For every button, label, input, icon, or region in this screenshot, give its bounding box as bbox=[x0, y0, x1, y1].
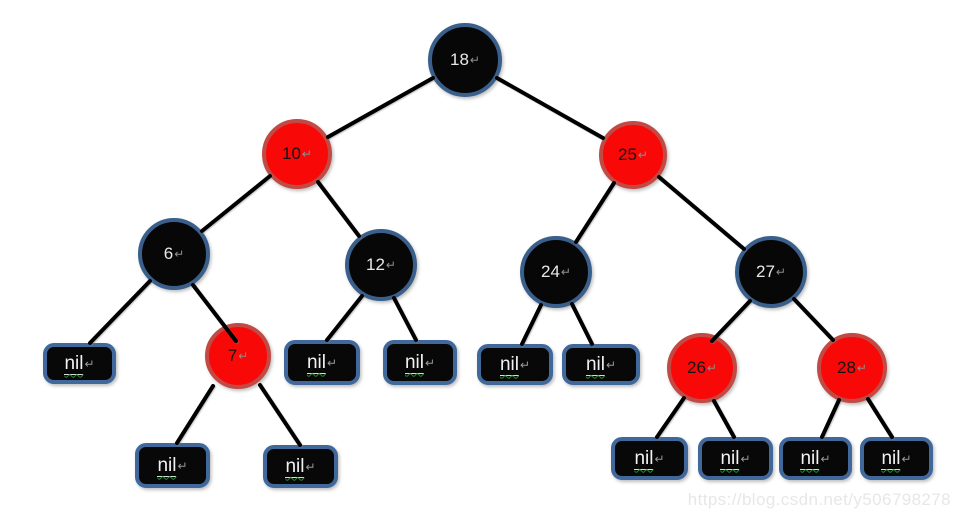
nil-28-right: nil↵ bbox=[860, 437, 933, 480]
nil-label: nil bbox=[585, 353, 605, 376]
paragraph-return-mark: ↵ bbox=[856, 361, 867, 375]
node-value: 7 bbox=[227, 346, 238, 365]
nil-24-left: nil↵ bbox=[477, 344, 553, 385]
nil-label-wrapper: nil bbox=[585, 353, 605, 376]
node-value: 18 bbox=[450, 50, 469, 69]
paragraph-return-mark: ↵ bbox=[174, 247, 185, 261]
nil-12-right: nil↵ bbox=[383, 340, 457, 385]
nil-26-left: nil↵ bbox=[611, 437, 688, 480]
nil-label: nil bbox=[404, 351, 424, 374]
node-value: 26 bbox=[687, 358, 706, 377]
nil-label-wrapper: nil bbox=[499, 353, 519, 376]
paragraph-return-mark: ↵ bbox=[385, 258, 396, 272]
nil-label-wrapper: nil bbox=[306, 351, 326, 374]
nil-label-wrapper: nil bbox=[285, 455, 305, 478]
paragraph-return-mark: ↵ bbox=[177, 458, 188, 473]
paragraph-return-mark: ↵ bbox=[238, 349, 249, 363]
nil-label-wrapper: nil bbox=[634, 447, 654, 470]
nil-7-left: nil↵ bbox=[135, 443, 210, 488]
paragraph-return-mark: ↵ bbox=[560, 265, 571, 279]
nil-label: nil bbox=[634, 447, 654, 470]
nil-26-right: nil↵ bbox=[698, 437, 773, 480]
paragraph-return-mark: ↵ bbox=[605, 357, 617, 372]
paragraph-return-mark: ↵ bbox=[901, 451, 912, 466]
tree-node-12: 12↵ bbox=[345, 229, 417, 301]
nil-label-wrapper: nil bbox=[404, 351, 424, 374]
nil-6-left: nil↵ bbox=[43, 343, 116, 384]
paragraph-return-mark: ↵ bbox=[654, 451, 665, 466]
nil-label: nil bbox=[306, 351, 326, 374]
tree-node-6: 6↵ bbox=[138, 218, 210, 290]
paragraph-return-mark: ↵ bbox=[519, 357, 531, 372]
nil-label-wrapper: nil bbox=[64, 352, 84, 375]
nil-7-right: nil↵ bbox=[263, 445, 338, 488]
tree-node-18: 18↵ bbox=[428, 23, 502, 97]
nil-label-wrapper: nil bbox=[800, 447, 820, 470]
node-value: 25 bbox=[618, 145, 637, 164]
nil-label: nil bbox=[800, 447, 820, 470]
node-value: 10 bbox=[282, 144, 301, 163]
tree-node-26: 26↵ bbox=[667, 333, 737, 403]
nil-label-wrapper: nil bbox=[157, 454, 177, 477]
node-value: 6 bbox=[163, 244, 174, 263]
paragraph-return-mark: ↵ bbox=[706, 361, 717, 375]
nil-label: nil bbox=[64, 352, 84, 375]
node-value: 27 bbox=[756, 262, 775, 281]
paragraph-return-mark: ↵ bbox=[326, 355, 338, 370]
tree-node-25: 25↵ bbox=[599, 121, 667, 189]
paragraph-return-mark: ↵ bbox=[469, 53, 480, 67]
nil-label: nil bbox=[285, 455, 305, 478]
watermark: https://blog.csdn.net/y506798278 bbox=[687, 490, 951, 509]
paragraph-return-mark: ↵ bbox=[424, 355, 436, 370]
nil-label: nil bbox=[720, 447, 740, 470]
paragraph-return-mark: ↵ bbox=[775, 265, 786, 279]
tree-node-28: 28↵ bbox=[817, 333, 887, 403]
tree-node-10: 10↵ bbox=[262, 119, 332, 189]
node-value: 24 bbox=[541, 262, 560, 281]
nil-12-left: nil↵ bbox=[284, 340, 360, 385]
paragraph-return-mark: ↵ bbox=[740, 451, 751, 466]
node-value: 12 bbox=[366, 255, 385, 274]
paragraph-return-mark: ↵ bbox=[301, 147, 312, 161]
paragraph-return-mark: ↵ bbox=[84, 356, 95, 371]
tree-node-27: 27↵ bbox=[735, 236, 807, 308]
paragraph-return-mark: ↵ bbox=[305, 459, 316, 474]
nil-label-wrapper: nil bbox=[720, 447, 740, 470]
tree-node-24: 24↵ bbox=[520, 236, 592, 308]
tree-node-7: 7↵ bbox=[205, 323, 271, 389]
nil-24-right: nil↵ bbox=[562, 344, 640, 385]
paragraph-return-mark: ↵ bbox=[637, 148, 648, 162]
nil-label-wrapper: nil bbox=[881, 447, 901, 470]
nil-label: nil bbox=[499, 353, 519, 376]
nil-label: nil bbox=[157, 454, 177, 477]
paragraph-return-mark: ↵ bbox=[820, 451, 831, 466]
nil-label: nil bbox=[881, 447, 901, 470]
nil-28-left: nil↵ bbox=[779, 437, 852, 480]
node-value: 28 bbox=[837, 358, 856, 377]
